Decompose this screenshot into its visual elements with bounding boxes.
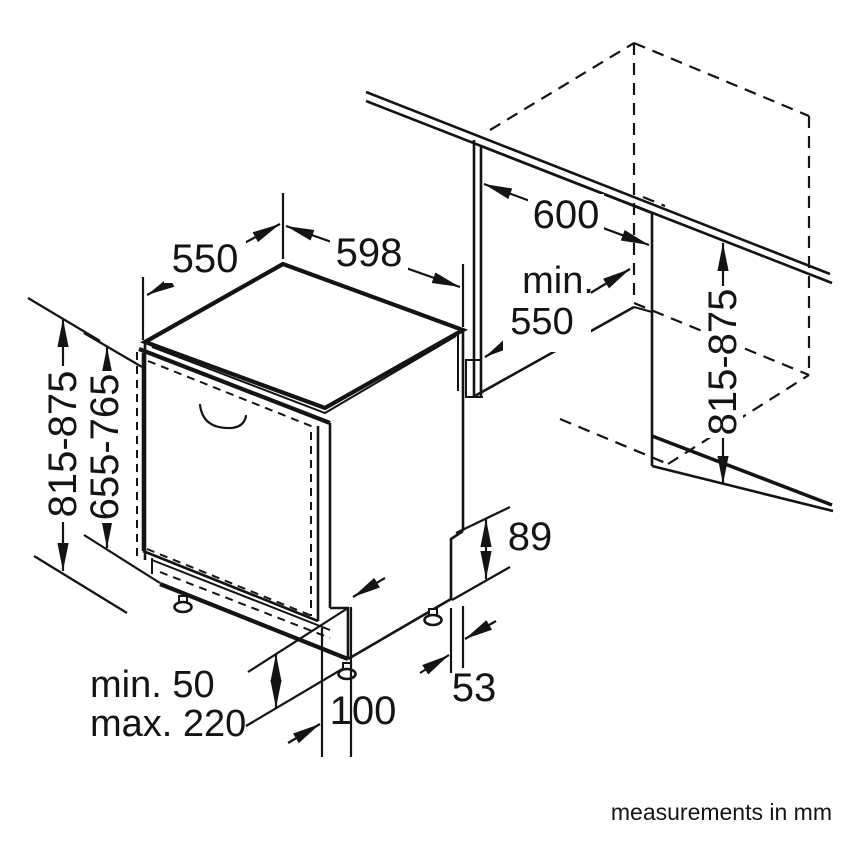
dim-niche-width-label: 600 [533,193,600,237]
units-note: measurements in mm [611,799,832,825]
dim-niche-depth-label-2: 550 [510,301,573,343]
dim-plinth-min-label: min. 50 [90,664,215,706]
dim-rear-step-label: 89 [508,515,553,559]
dim-top-width: 598 [285,224,465,327]
dim-height-left: 815-875 [27,297,128,614]
dim-plinth-recess: 100 [287,577,397,757]
dim-plinth-height: min. 50 max. 220 [90,607,349,745]
worktop [365,90,833,285]
dim-plinth-max-label: max. 220 [90,703,246,745]
foot-rear-icon [423,608,443,627]
dim-top-depth-label: 550 [172,237,239,281]
dim-niche-width: 600 [483,182,650,247]
dim-niche-height: 815-875 [701,243,745,484]
dim-door-panel-height: 655-765 [83,332,161,584]
dim-niche-depth: min. 550 [484,258,631,358]
dim-top-depth: 550 [141,193,285,340]
plinth-base [151,558,349,661]
door-panel [138,347,331,623]
dishwasher-body [136,261,468,661]
dim-plinth-recess-label: 100 [330,689,397,733]
niche-dashed-outline [489,41,811,466]
dim-height-left-label: 815-875 [41,371,85,518]
feet [173,595,443,681]
dim-door-panel-height-label: 655-765 [83,374,127,521]
dim-niche-depth-label-1: min. [522,260,594,302]
niche-cabinet [465,140,834,513]
dim-rear-clearance: 53 [419,606,497,710]
foot-front-left-icon [173,595,193,614]
dim-niche-height-label: 815-875 [701,289,745,436]
door-handle-icon [198,403,248,430]
dim-top-width-label: 598 [336,231,403,275]
dim-rear-step: 89 [451,506,553,601]
dim-rear-clearance-label: 53 [452,666,497,710]
